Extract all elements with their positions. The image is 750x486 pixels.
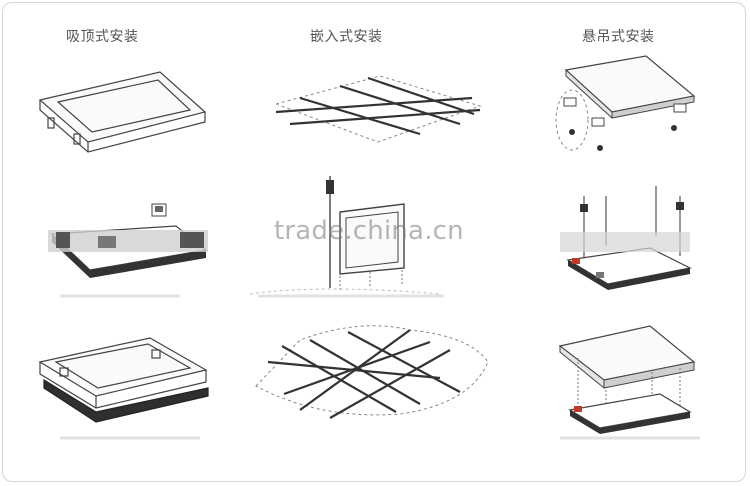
suspended-mount-title: 悬吊式安装 — [582, 29, 655, 45]
suspended-assembled-step3 — [558, 325, 696, 434]
suspended-panel-step1 — [555, 55, 696, 151]
ceiling-frame-step1 — [38, 71, 207, 153]
diagram-frame — [2, 2, 746, 482]
suspended-wires-step2 — [560, 186, 692, 290]
ceiling-panel-step2 — [48, 203, 208, 278]
recessed-ceiling-step3 — [255, 325, 489, 419]
ceiling-assembled-step3 — [38, 337, 209, 423]
ceiling-mount-title: 吸顶式安装 — [66, 29, 139, 45]
recessed-grid-step1 — [274, 75, 482, 143]
recessed-mount-title: 嵌入式安装 — [310, 29, 383, 45]
recessed-panel-step2 — [249, 176, 441, 295]
watermark-text: trade.china.cn — [274, 216, 464, 246]
